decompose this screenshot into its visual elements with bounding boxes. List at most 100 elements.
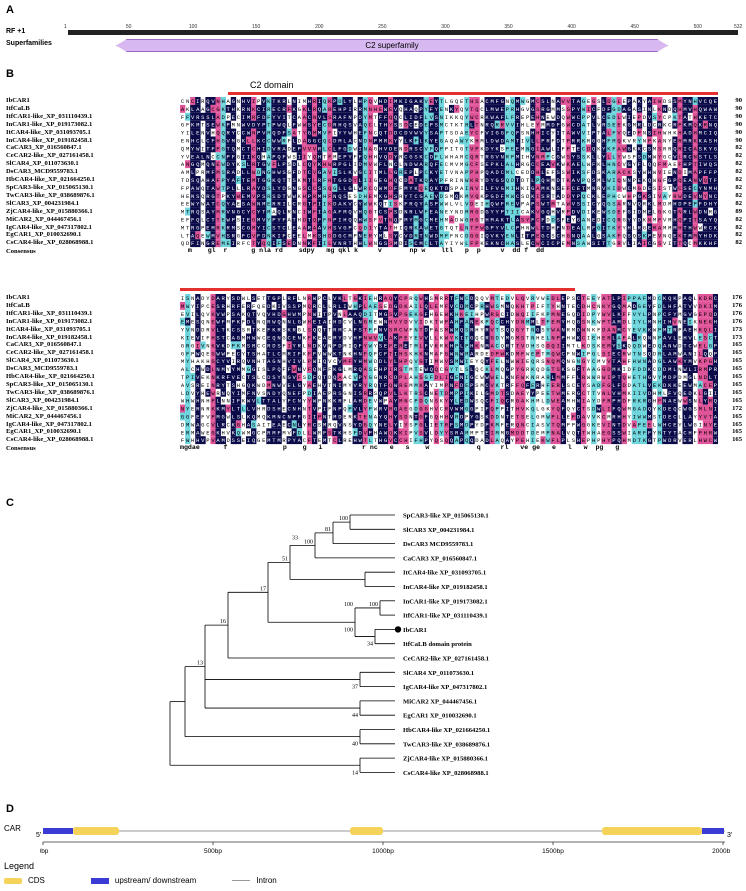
alignment-cell [636,160,643,169]
residue-letter: S [414,153,418,160]
residue-letter: M [516,335,519,342]
residue-letter: H [506,319,509,326]
residue-letter: D [425,319,429,326]
alignment-cell [190,160,196,169]
residue-letter: F [267,327,270,334]
residue-letter: P [374,138,377,145]
residue-letter: I [633,240,636,247]
sequence-name: IgCAR4-like_XP_047317802.1 [6,224,95,232]
residue-letter: N [257,319,260,326]
alignment-cell [362,168,369,176]
alignment-cell [601,152,607,161]
residue-letter: E [460,98,464,105]
residue-letter: M [364,106,367,113]
residue-letter: V [648,114,652,121]
residue-letter: M [694,240,697,247]
residue-letter: S [435,122,439,129]
residue-letter: K [455,122,459,129]
alignment-cell [322,136,328,145]
residue-letter: F [622,335,625,342]
alignment-cell [499,160,506,169]
alignment-cell [266,152,272,161]
residue-letter: L [323,145,326,152]
residue-letter: G [460,145,463,152]
residue-letter: F [450,232,453,239]
alignment-cell [672,136,678,145]
residue-letter: N [526,224,529,231]
alignment-cell [357,168,364,176]
residue-letter: K [496,161,500,168]
residue-letter: Y [206,295,210,302]
residue-letter: G [252,217,255,224]
residue-letter: G [516,327,519,334]
residue-letter: H [556,303,559,310]
residue-letter: H [597,335,600,342]
residue-letter: L [237,185,240,192]
residue-letter: F [501,193,504,200]
residue-letter: K [694,319,698,326]
residue-letter: P [257,193,260,200]
residue-letter: F [430,145,433,152]
alignment-cell [311,144,318,153]
residue-letter: F [211,145,214,152]
residue-letter: A [709,106,713,113]
residue-letter: D [227,342,231,349]
residue-letter: H [404,106,407,113]
residue-letter: K [628,169,632,176]
residue-letter: M [541,185,544,192]
residue-letter: F [399,185,402,192]
residue-letter: M [333,153,336,160]
alignment-cell [580,97,587,105]
alignment-cell [433,120,440,129]
residue-letter: Y [313,122,317,129]
residue-letter: R [496,122,500,129]
alignment-cell [565,136,572,145]
residue-letter: D [201,327,205,334]
alignment-cell [377,168,384,176]
residue-letter: T [374,169,378,176]
residue-letter: F [430,106,433,113]
residue-letter: I [201,335,204,342]
residue-letter: C [191,98,195,105]
residue-letter: V [282,303,286,310]
alignment-cell [418,144,424,153]
residue-letter: P [704,311,707,318]
residue-letter: M [506,335,509,342]
alignment-cell [281,120,287,129]
alignment-cell [636,136,643,145]
residue-letter: M [257,217,260,224]
residue-letter: G [353,295,356,302]
alignment-cell [489,104,495,113]
residue-letter: E [673,161,677,168]
residue-letter: I [282,114,285,121]
residue-letter: T [186,224,190,231]
residue-letter: F [425,342,428,349]
residue-letter: F [389,342,392,349]
residue-letter: M [232,138,235,145]
alignment-cell [322,168,328,176]
residue-letter: E [628,130,632,137]
alignment-cell [525,144,531,153]
residue-letter: I [602,224,605,231]
residue-letter: E [298,232,302,239]
residue-letter: H [475,138,478,145]
residue-letter: H [308,98,311,105]
residue-letter: L [653,209,656,216]
residue-letter: D [511,311,515,318]
residue-letter: V [262,98,266,105]
residue-letter: A [460,169,464,176]
residue-letter: D [653,295,657,302]
residue-letter: L [673,335,676,342]
residue-letter: W [653,327,657,334]
residue-letter: G [237,209,240,216]
residue-letter: D [496,169,500,176]
residue-letter: R [201,169,205,176]
residue-letter: G [658,209,661,216]
residue-letter: P [272,217,275,224]
residue-letter: D [389,130,393,137]
alignment-cell [586,104,592,113]
residue-letter: C [653,122,657,129]
residue-letter: W [562,161,566,168]
residue-letter: V [617,130,621,137]
residue-letter: F [592,224,595,231]
